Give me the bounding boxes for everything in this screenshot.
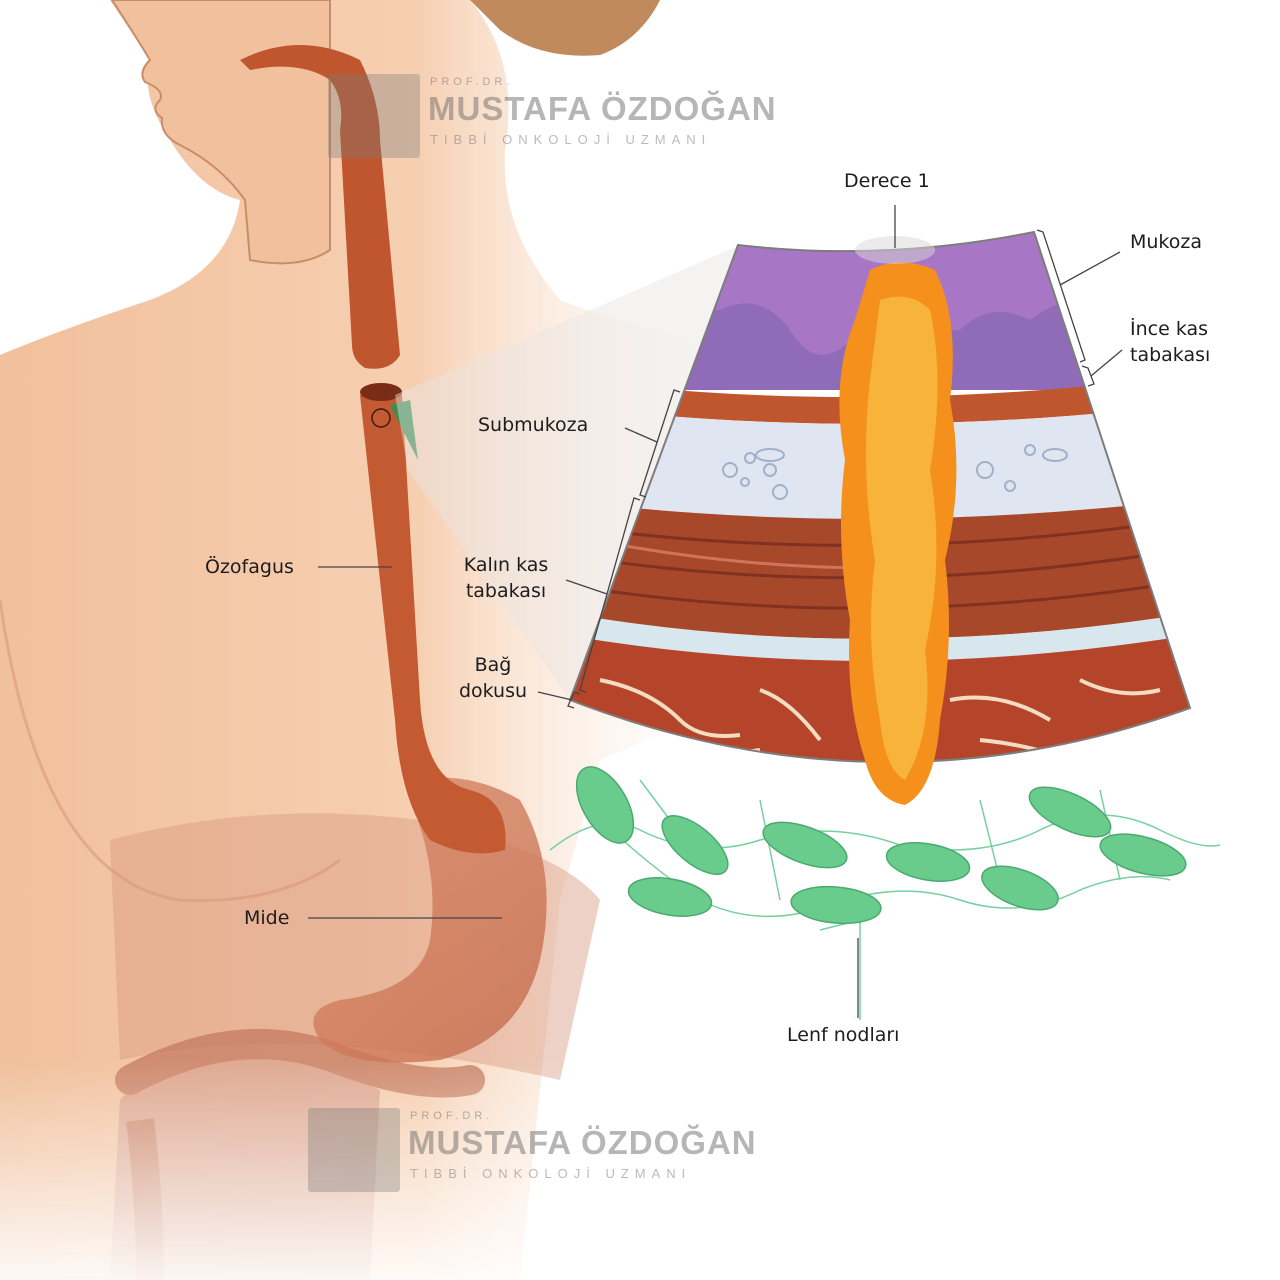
hair <box>470 0 660 56</box>
chest-contour <box>0 599 341 902</box>
body-silhouette <box>0 0 760 1280</box>
connective-band <box>570 608 1190 662</box>
watermark-subtitle: TIBBİ ONKOLOJİ UZMANI <box>410 1166 692 1181</box>
zoom-point <box>371 408 391 428</box>
face-profile <box>110 0 331 265</box>
label-lymph-nodes: Lenf nodları <box>787 1024 900 1046</box>
watermark-prefix: PROF.DR. <box>410 1110 494 1122</box>
label-grade: Derece 1 <box>844 170 930 192</box>
zoom-cone <box>395 245 740 700</box>
label-connective-tissue: Bağ dokusu <box>458 654 528 702</box>
leader-lines <box>308 205 1123 1018</box>
esophagus-cut <box>360 383 402 401</box>
label-thin-muscle: İnce kas tabakası <box>1130 318 1211 366</box>
submucosa-cells <box>722 444 1068 500</box>
watermark-name: MUSTAFA ÖZDOĞAN <box>408 1124 757 1161</box>
lymph-nodes <box>575 766 1187 925</box>
watermark-subtitle: TIBBİ ONKOLOJİ UZMANI <box>430 132 712 147</box>
label-thick-muscle: Kalın kas tabakası <box>463 554 549 602</box>
label-mucosa: Mukoza <box>1130 231 1203 253</box>
thin-muscle-layer <box>570 370 1190 424</box>
label-stomach: Mide <box>244 907 290 929</box>
watermark-name: MUSTAFA ÖZDOĞAN <box>428 90 777 127</box>
label-submucosa: Submukoza <box>478 414 589 436</box>
bottom-fade <box>0 1060 1280 1280</box>
esophagus-upper <box>240 45 400 369</box>
tumor-site-marker <box>390 400 418 460</box>
watermark-logo <box>328 74 420 158</box>
esophagus-lower <box>360 388 506 854</box>
watermark-prefix: PROF.DR. <box>430 76 514 88</box>
watermark-logo <box>308 1108 400 1192</box>
tumor <box>839 236 957 805</box>
watermark-top: PROF.DR. MUSTAFA ÖZDOĞAN TIBBİ ONKOLOJİ … <box>328 74 798 160</box>
watermark-bottom: PROF.DR. MUSTAFA ÖZDOĞAN TIBBİ ONKOLOJİ … <box>308 1108 778 1194</box>
label-esophagus: Özofagus <box>205 556 294 578</box>
